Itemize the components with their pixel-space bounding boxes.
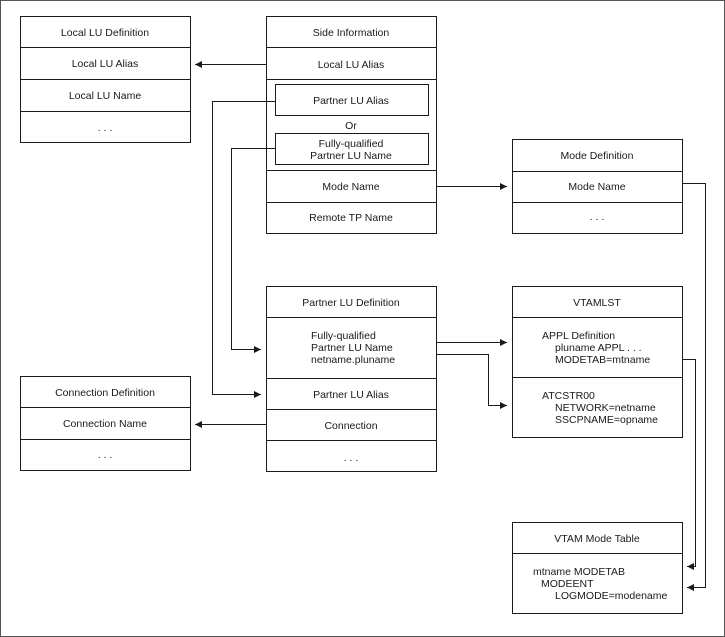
connection-definition-box xyxy=(20,376,191,471)
vtamlst-box xyxy=(512,286,683,438)
partner-lu-connection-label: Connection xyxy=(324,420,377,432)
partner-lu-fq-line1: Fully-qualified xyxy=(311,330,376,342)
partner-lu-alias-label: Partner LU Alias xyxy=(313,389,389,401)
side-info-mode-name-label: Mode Name xyxy=(322,181,379,193)
side-info-partner-lu-alias-label: Partner LU Alias xyxy=(313,95,389,107)
or-label: Or xyxy=(345,120,357,132)
partner-lu-fq-line2: Partner LU Name xyxy=(311,342,393,354)
arrow-partner-lu-alias-link xyxy=(212,101,275,398)
arrow-fully-qualified-link xyxy=(231,148,275,353)
pluname-appl-line: pluname APPL . . . xyxy=(555,342,642,354)
local-lu-name-label: Local LU Name xyxy=(69,90,142,102)
connection-definition-title: Connection Definition xyxy=(55,387,155,399)
atcstr00-line: ATCSTR00 xyxy=(542,390,595,402)
sscpname-line: SSCPNAME=opname xyxy=(555,414,658,426)
local-lu-alias-label: Local LU Alias xyxy=(72,58,139,70)
appl-definition-line: APPL Definition xyxy=(542,330,615,342)
vtamlst-title: VTAMLST xyxy=(573,297,621,309)
vtam-mode-table-title: VTAM Mode Table xyxy=(554,533,640,545)
partner-lu-definition-title: Partner LU Definition xyxy=(302,297,400,309)
modeent-line: MODEENT xyxy=(541,578,594,590)
remote-tp-name-label: Remote TP Name xyxy=(309,212,393,224)
mode-definition-mode-name-label: Mode Name xyxy=(568,181,625,193)
connection-name-label: Connection Name xyxy=(63,418,147,430)
mode-definition-box xyxy=(512,139,683,234)
network-line: NETWORK=netname xyxy=(555,402,656,414)
partner-lu-definition-box xyxy=(266,286,437,472)
partner-lu-fq-line3: netname.pluname xyxy=(311,354,395,366)
partner-lu-ellipsis: . . . xyxy=(344,452,359,464)
logmode-line: LOGMODE=modename xyxy=(555,590,667,602)
modetab-line: MODETAB=mtname xyxy=(555,354,650,366)
vtam-mode-table-box xyxy=(512,522,683,614)
arrow-mode-name-to-modeent xyxy=(682,183,706,591)
side-information-box xyxy=(266,16,437,234)
mode-definition-ellipsis: . . . xyxy=(590,211,605,223)
partner-lu-alias-inner-box xyxy=(275,84,429,116)
local-lu-definition-box xyxy=(20,16,191,143)
arrow-modetab-to-mode-table xyxy=(682,359,696,570)
side-info-fully-qualified-line2: Partner LU Name xyxy=(310,150,392,162)
side-info-fully-qualified-line1: Fully-qualified xyxy=(319,138,384,150)
side-information-title: Side Information xyxy=(313,27,390,39)
local-lu-ellipsis: . . . xyxy=(98,122,113,134)
arrow-to-atcstr00 xyxy=(436,354,507,409)
mode-definition-title: Mode Definition xyxy=(561,150,634,162)
mtname-modetab-line: mtname MODETAB xyxy=(533,566,625,578)
fully-qualified-inner-box xyxy=(275,133,429,165)
local-lu-definition-title: Local LU Definition xyxy=(61,27,149,39)
connection-definition-ellipsis: . . . xyxy=(98,449,113,461)
side-info-local-lu-alias-label: Local LU Alias xyxy=(318,59,385,71)
